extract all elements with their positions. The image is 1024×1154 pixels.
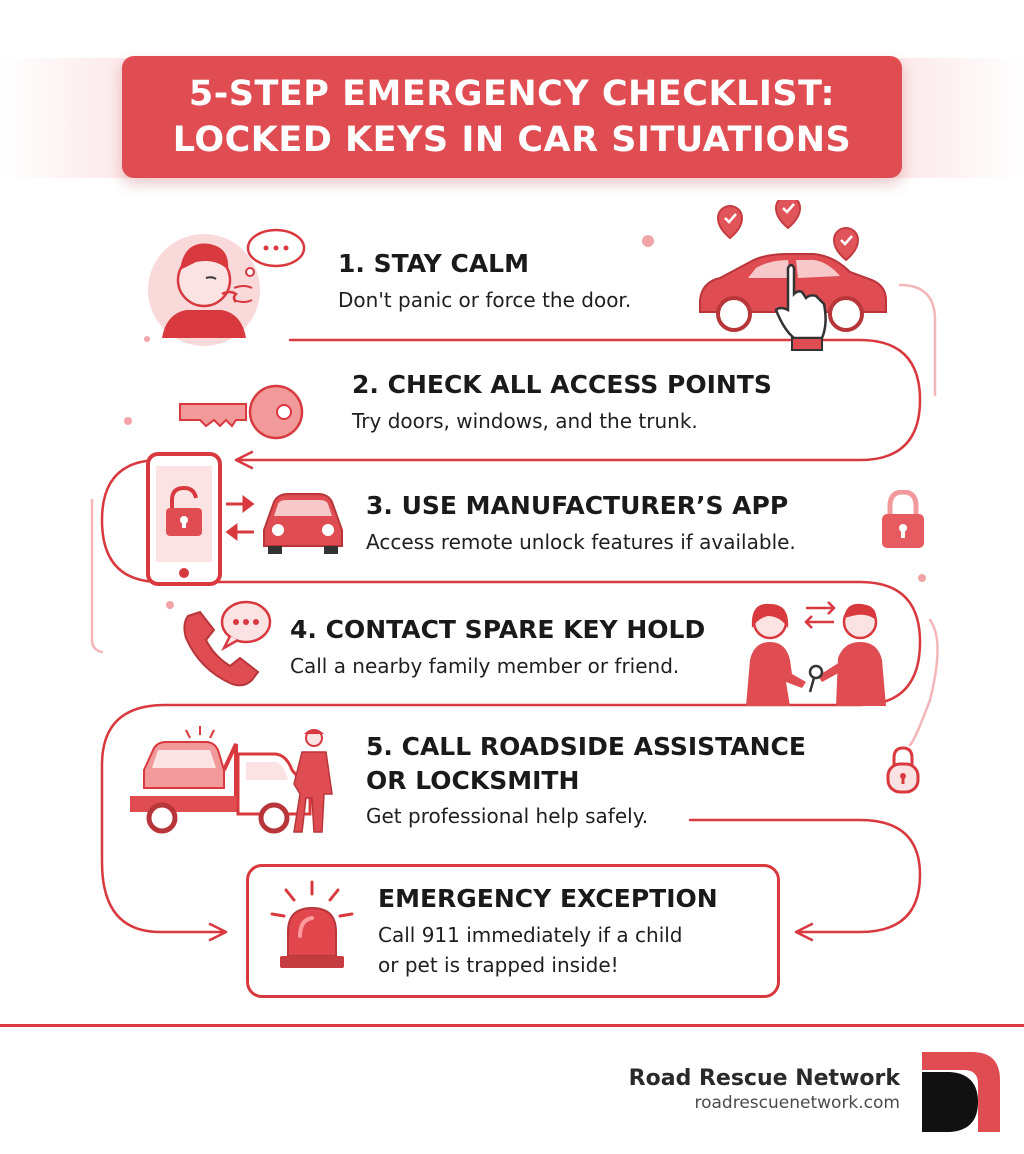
emergency-title: EMERGENCY EXCEPTION: [378, 884, 718, 913]
key-icon: [176, 380, 308, 440]
key-handover-icon: [740, 598, 910, 706]
arrows-icon: [224, 494, 256, 544]
step-2-title: 2. CHECK ALL ACCESS POINTS: [352, 370, 772, 399]
step-4-title: 4. CONTACT SPARE KEY HOLD: [290, 615, 706, 644]
title-line-2: LOCKED KEYS IN CAR SITUATIONS: [172, 120, 852, 160]
step-1-title: 1. STAY CALM: [338, 249, 529, 278]
phone-unlock-icon: [146, 452, 222, 586]
padlock-icon: [880, 490, 926, 550]
step-5-title-line-2: OR LOCKSMITH: [366, 766, 580, 795]
step-1-desc: Don't panic or force the door.: [338, 288, 632, 312]
brand-name: Road Rescue Network: [628, 1066, 900, 1091]
person-breathing-icon: [126, 218, 316, 348]
step-3-desc: Access remote unlock features if availab…: [366, 530, 796, 554]
title-line-1: 5-STEP EMERGENCY CHECKLIST:: [188, 74, 836, 114]
tow-truck-icon: [124, 724, 354, 840]
title-banner: 5-STEP EMERGENCY CHECKLIST: LOCKED KEYS …: [122, 56, 902, 178]
phone-call-icon: [178, 594, 274, 692]
car-touch-icon: [694, 200, 894, 360]
car-front-icon: [258, 490, 348, 556]
brand-logo-icon: [920, 1050, 1002, 1134]
small-padlock-icon: [886, 746, 920, 794]
step-4-desc: Call a nearby family member or friend.: [290, 654, 680, 678]
step-5-title-line-1: 5. CALL ROADSIDE ASSISTANCE: [366, 732, 806, 761]
brand-url[interactable]: roadrescuenetwork.com: [694, 1093, 901, 1113]
footer-divider: [0, 1024, 1024, 1027]
emergency-desc-line-2: or pet is trapped inside!: [378, 953, 619, 977]
step-5-desc: Get professional help safely.: [366, 804, 649, 828]
step-3-title: 3. USE MANUFACTURER’S APP: [366, 491, 789, 520]
emergency-desc-line-1: Call 911 immediately if a child: [378, 923, 683, 947]
step-2-desc: Try doors, windows, and the trunk.: [352, 409, 698, 433]
emergency-siren-icon: [270, 880, 354, 972]
